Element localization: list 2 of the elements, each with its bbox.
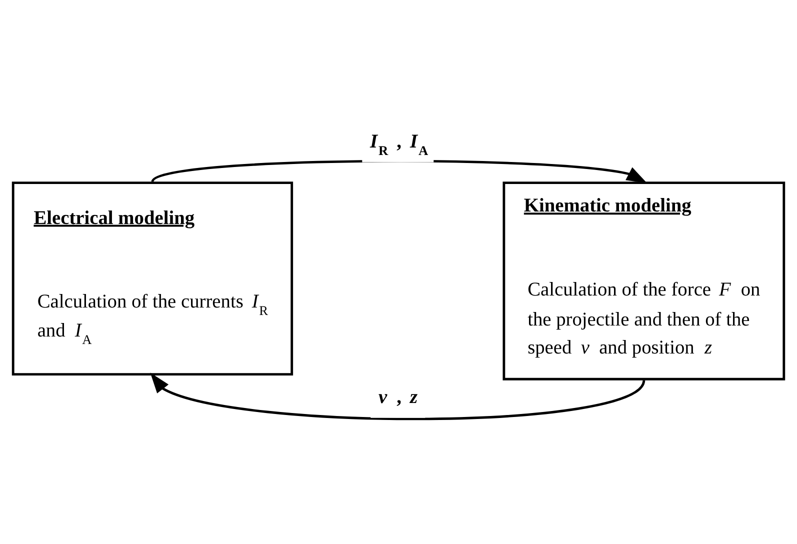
edge-label: v , z xyxy=(378,386,418,408)
edge-label: I$_{R}$ , I$_{A}$ xyxy=(370,130,428,158)
